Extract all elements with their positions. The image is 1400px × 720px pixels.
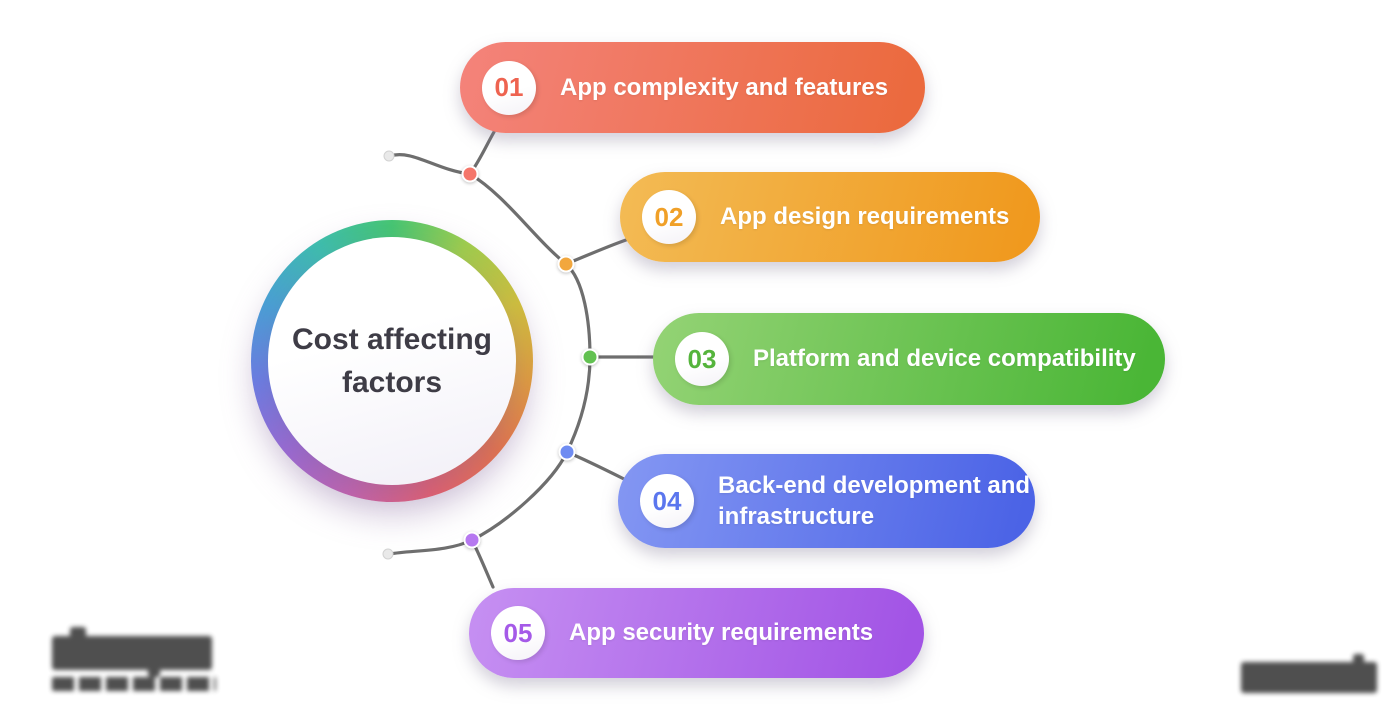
factor-number-badge-4: 04 [640,474,694,528]
factor-label-3: Platform and device compatibility [753,345,1136,373]
factor-pill-3: 03 Platform and device compatibility [653,313,1165,405]
factor-number-badge-3: 03 [675,332,729,386]
diagram-title-line2: factors [341,366,443,399]
factor-number-badge-1: 01 [482,60,536,115]
connector-node-dot-2 [557,255,575,273]
watermark-left-wordmark [52,636,212,670]
connector-node-dot-5 [463,531,481,549]
watermark-left-descender [148,667,160,677]
factor-label-1: App complexity and features [560,73,889,101]
factor-pill-2: 02 App design requirements [620,172,1040,262]
connector-endpoint-bottom [382,548,394,560]
connector-node-dot-3 [581,348,599,366]
factor-pill-5: 05 App security requirements [469,588,924,678]
connector-endpoint-top [383,150,395,162]
diagram-title-line1: Cost affecting [291,322,492,356]
connector-node-dot-4 [558,443,576,461]
factor-label-5: App security requirements [569,619,874,647]
factor-label-4: Back-end development and infrastructure [718,471,1031,530]
factor-number-badge-2: 02 [642,190,696,244]
watermark-left-tagline [52,677,216,691]
connector-branch-4 [565,450,626,481]
watermark-right-logo-icon [1241,654,1383,700]
center-circle: Cost affecting factors [268,237,516,485]
factor-pill-4: 04 Back-end development and infrastructu… [618,454,1035,548]
watermark-left-logo-icon [50,627,220,697]
connector-node-dot-1 [461,165,479,183]
watermark-right-ascender [1353,654,1364,668]
factor-number-badge-5: 05 [491,606,545,660]
diagram-title: Cost affecting factors [292,318,492,405]
connector-branch-2 [564,238,628,266]
factor-pill-1: 01 App complexity and features [460,42,925,133]
center-circle-ring: Cost affecting factors [251,220,533,502]
factor-label-2: App design requirements [720,203,1010,231]
